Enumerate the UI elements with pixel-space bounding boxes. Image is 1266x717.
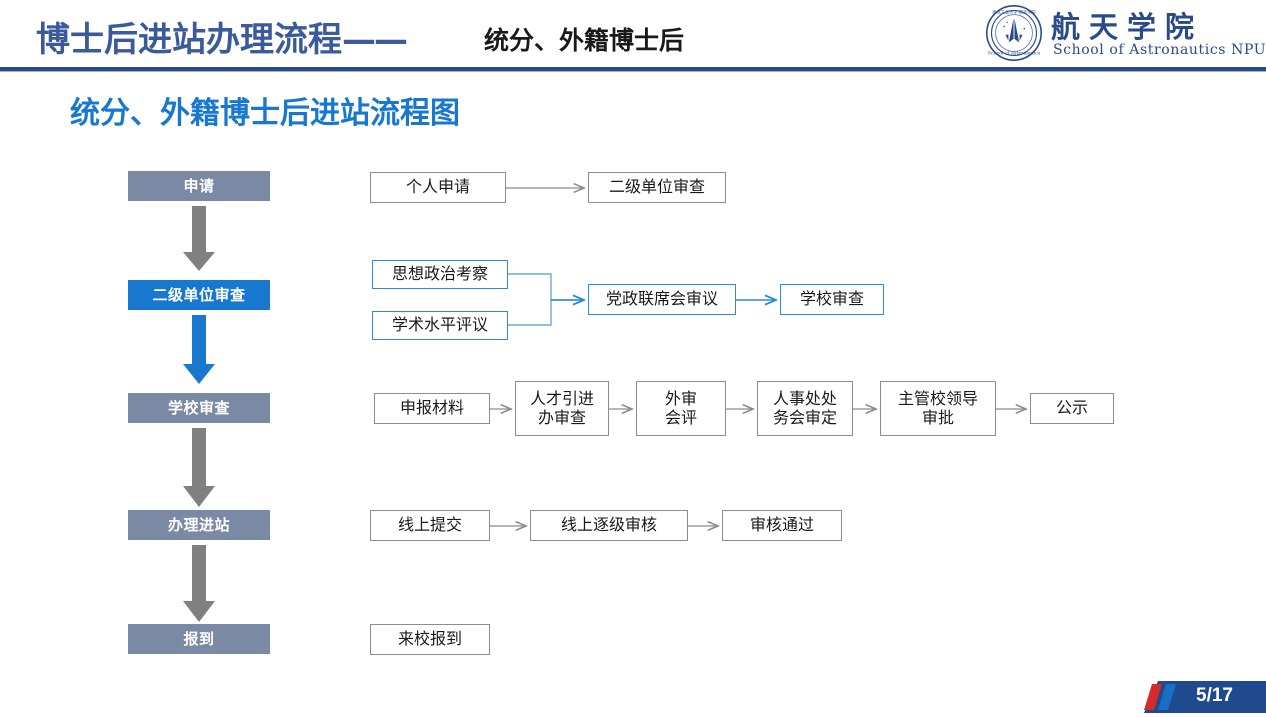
stage-arrow-gray-2 [183, 428, 215, 507]
flow-box-unit-review: 二级单位审查 [588, 172, 726, 203]
slide-header: 博士后进站办理流程—— 统分、外籍博士后 School of Astronaut… [0, 0, 1266, 72]
flow-box-talent-office-review: 人才引进 办审查 [515, 381, 609, 436]
flow-box-political-assessment: 思想政治考察 [372, 260, 508, 289]
stage-box-apply: 申请 [128, 171, 270, 201]
stage-arrow-gray-1 [183, 206, 215, 271]
flow-box-academic-review: 学术水平评议 [372, 311, 508, 340]
svg-text:School of Astronautics: School of Astronautics [988, 51, 1041, 57]
flow-box-publicity: 公示 [1030, 393, 1114, 424]
header-divider-thin [0, 71, 1266, 72]
stage-box-school-review: 学校审查 [128, 393, 270, 423]
page-badge-graphic [1144, 681, 1266, 713]
stage-box-enroll: 办理进站 [128, 510, 270, 540]
flow-box-external-review: 外审 会评 [636, 381, 726, 436]
svg-text:西北工业大学 航天学院: 西北工业大学 航天学院 [992, 8, 1036, 15]
logo-chinese-name: 航天学院 [1051, 10, 1204, 44]
npu-astronautics-emblem-icon: School of Astronautics 西北工业大学 航天学院 [985, 4, 1043, 62]
flow-box-school-review: 学校审查 [780, 284, 884, 315]
stage-arrow-gray-3 [183, 545, 215, 622]
flow-box-vice-president-approval: 主管校领导 审批 [880, 381, 996, 436]
logo-english-name: School of Astronautics NPU [1053, 42, 1266, 58]
flow-box-online-tiered-review: 线上逐级审核 [530, 510, 688, 541]
title-dash: —— [342, 20, 408, 60]
stage-arrow-blue [183, 315, 215, 384]
stage-box-unit-review: 二级单位审查 [128, 280, 270, 310]
flow-box-application-materials: 申报材料 [374, 393, 490, 424]
stage-box-report: 报到 [128, 624, 270, 654]
page-number-badge: 5/17 [1136, 681, 1266, 713]
page-title-text: 博士后进站办理流程 [36, 20, 342, 60]
flow-box-personal-application: 个人申请 [370, 172, 506, 203]
section-subtitle: 统分、外籍博士后进站流程图 [70, 96, 460, 131]
flow-box-hr-office-decision: 人事处处 务会审定 [757, 381, 853, 436]
page-title: 博士后进站办理流程—— [36, 12, 408, 61]
header-divider [0, 67, 1266, 71]
page-title-suffix: 统分、外籍博士后 [484, 26, 685, 55]
flow-box-online-submission: 线上提交 [370, 510, 490, 541]
flow-box-review-passed: 审核通过 [722, 510, 842, 541]
page-number-text: 5/17 [1196, 685, 1233, 706]
flow-box-joint-meeting: 党政联席会审议 [588, 284, 736, 315]
flow-box-report-to-school: 来校报到 [370, 624, 490, 655]
institution-logo: School of Astronautics 西北工业大学 航天学院 航天学院 … [985, 2, 1266, 66]
